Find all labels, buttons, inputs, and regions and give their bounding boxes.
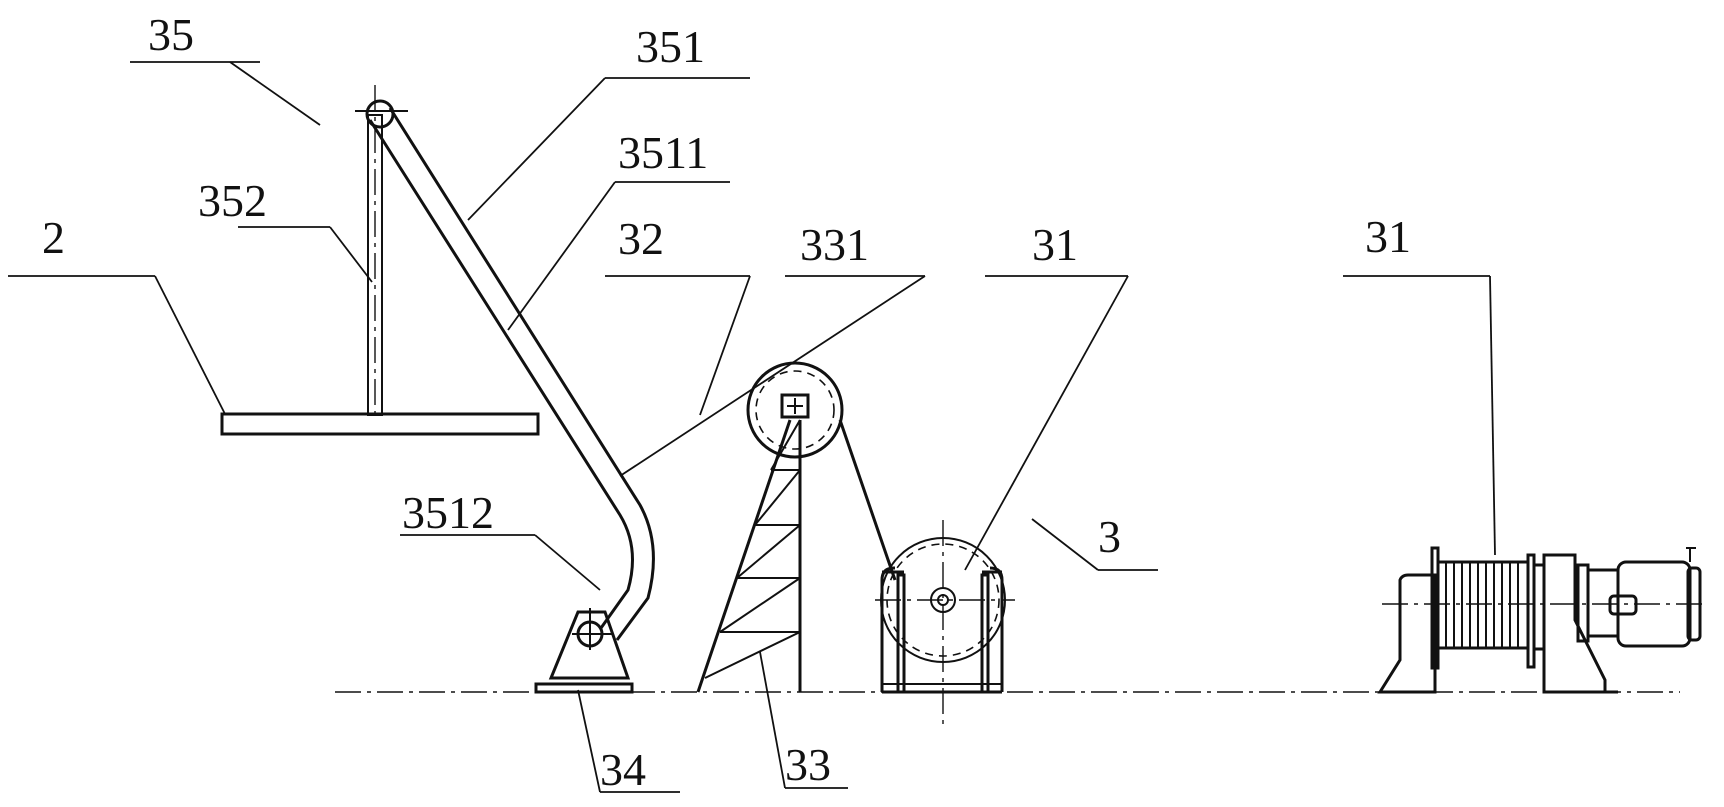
label-31-right: 31 (1365, 211, 1411, 262)
label-35: 35 (148, 9, 194, 60)
callout-labels: 35 351 3511 352 2 32 331 31 3 31 3512 34… (42, 9, 1411, 795)
label-3511: 3511 (618, 127, 708, 178)
boom-arm-351 (368, 107, 655, 641)
leader-lines (8, 61, 1496, 793)
label-3512: 3512 (402, 487, 494, 538)
label-32: 32 (618, 213, 664, 264)
label-331: 331 (800, 219, 869, 270)
label-34: 34 (600, 744, 646, 795)
vertical-post-352 (355, 85, 408, 416)
hoist-cable (838, 419, 897, 581)
platform-2 (220, 412, 540, 436)
boom-base-34 (534, 608, 634, 694)
label-2: 2 (42, 212, 65, 263)
label-351: 351 (636, 21, 705, 72)
drum-winch-31-middle (875, 520, 1015, 728)
truss-tower-33 (696, 419, 802, 693)
drum-winch-31-right (1377, 546, 1706, 694)
pulley-331 (746, 361, 844, 459)
label-31-middle: 31 (1032, 219, 1078, 270)
label-3: 3 (1098, 511, 1121, 562)
label-352: 352 (198, 175, 267, 226)
label-33: 33 (785, 739, 831, 790)
